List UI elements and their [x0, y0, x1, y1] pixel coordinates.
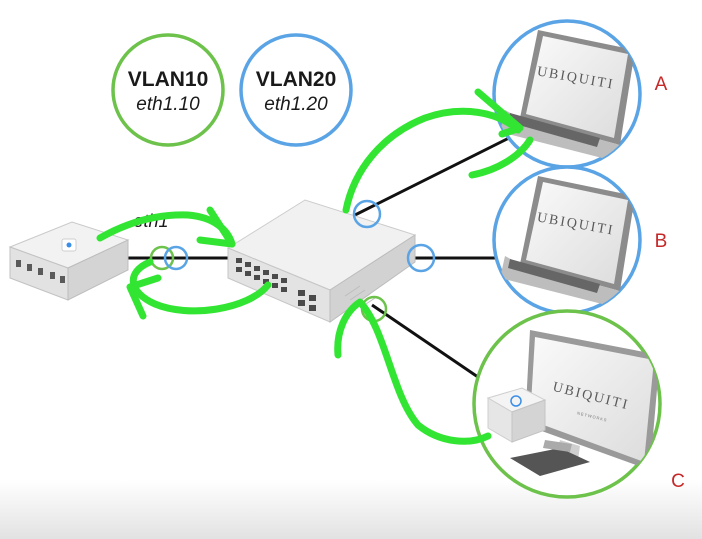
vlan20-circle	[239, 33, 353, 147]
client-a: UBIQUITI A	[492, 19, 668, 169]
vlan20-legend: VLAN20 eth1.20	[239, 33, 353, 147]
laptop-icon: UBIQUITI	[500, 30, 635, 160]
arrow-switch-to-c	[334, 298, 492, 445]
switch-icon	[226, 199, 417, 323]
port-marker-router-vlan10	[149, 245, 175, 271]
client-b-label: B	[655, 231, 668, 252]
arrow-a-return	[468, 136, 534, 179]
port-marker-switch-a	[352, 199, 382, 229]
arrow-switch-to-a-head	[474, 88, 524, 138]
client-c-label: C	[671, 471, 685, 492]
laptop-icon: UBIQUITI	[500, 176, 635, 306]
client-a-label: A	[655, 74, 668, 95]
vlan20-interface: eth1.20	[264, 94, 328, 115]
arrow-switch-to-a	[342, 107, 522, 214]
traffic-arrows	[96, 88, 534, 445]
desktop-icon: UBIQUITI NETWORKS	[486, 330, 660, 476]
arrow-switch-to-router-head	[126, 274, 162, 320]
vlan10-legend: VLAN10 eth1.10	[111, 33, 225, 147]
arrow-router-to-switch-head	[196, 206, 236, 248]
vlan10-name: VLAN10	[128, 68, 209, 91]
router-icon	[8, 221, 130, 301]
port-marker-router-vlan20	[163, 245, 189, 271]
port-markers	[149, 199, 436, 323]
vlan10-circle	[111, 33, 225, 147]
vlan20-name: VLAN20	[256, 68, 337, 91]
port-marker-switch-b	[406, 243, 436, 273]
client-c: UBIQUITI NETWORKS C	[472, 309, 685, 499]
vlan10-interface: eth1.10	[136, 94, 200, 115]
arrow-switch-to-router	[129, 258, 272, 315]
client-b: UBIQUITI B	[492, 165, 668, 315]
switch-laptop-a-cable	[354, 128, 526, 217]
